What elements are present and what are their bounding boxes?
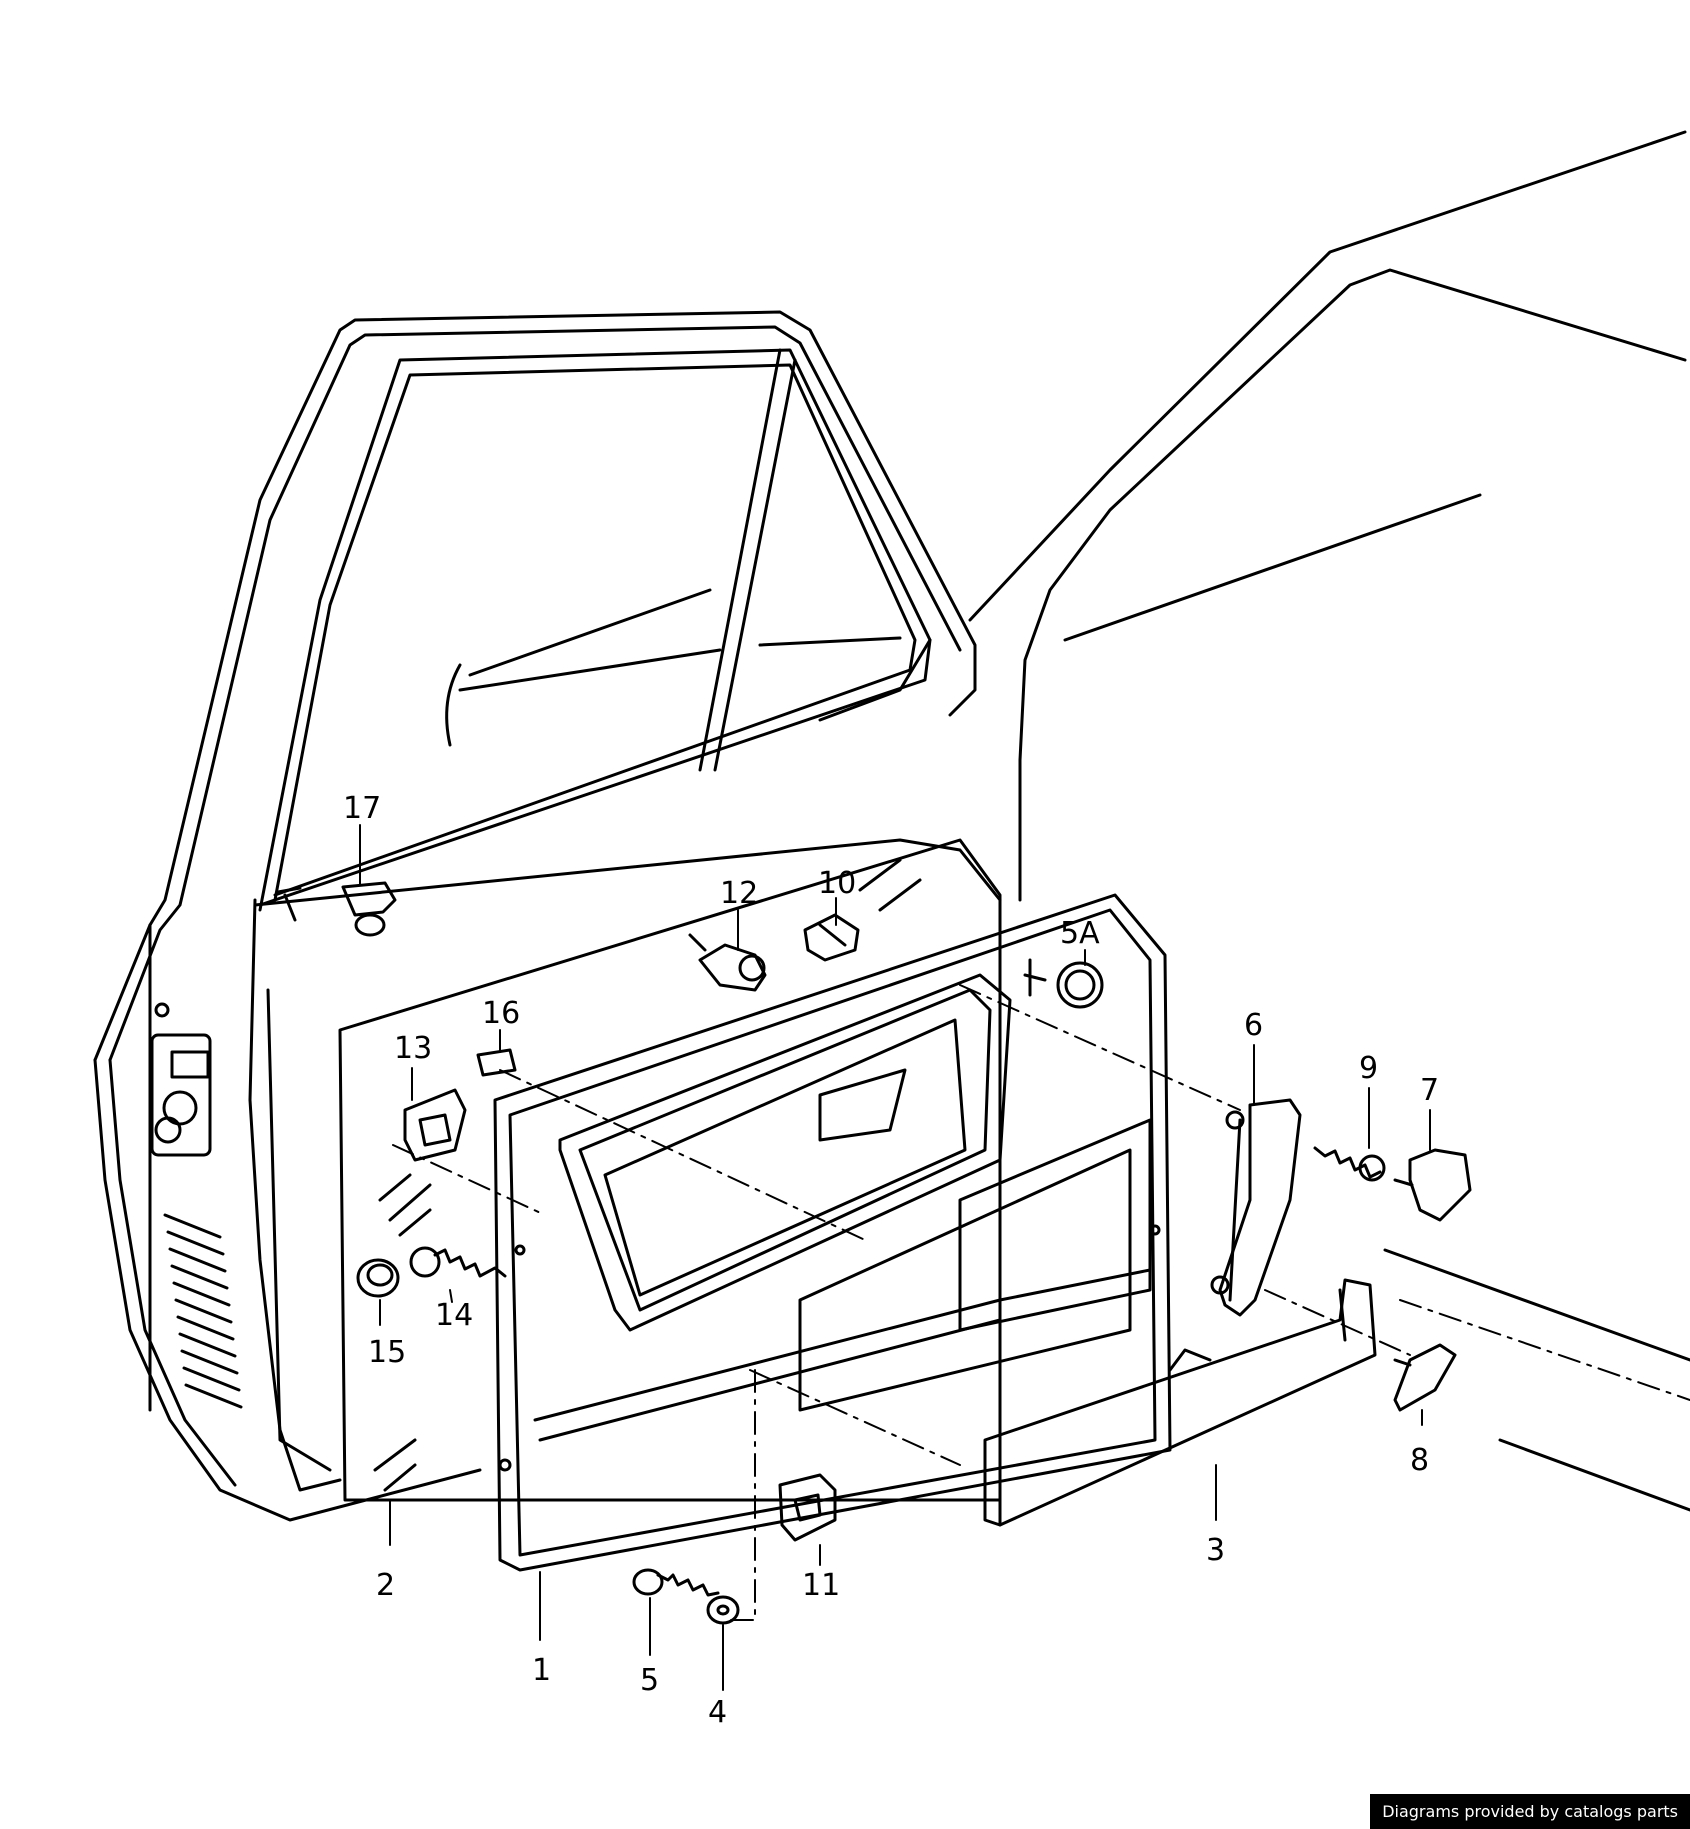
- clip-12: [688, 933, 767, 992]
- label-7: 7: [1420, 1073, 1439, 1108]
- label-10: 10: [818, 866, 856, 901]
- label-2: 2: [376, 1568, 395, 1603]
- leader-lines: [359, 824, 1431, 1691]
- inner-panel-2: [338, 838, 1002, 1502]
- cap-7: [1393, 1148, 1472, 1222]
- door-trim-panel-1: [493, 893, 1172, 1572]
- label-11: 11: [802, 1568, 840, 1603]
- label-15: 15: [368, 1335, 406, 1370]
- screw-14: [409, 1246, 507, 1278]
- clip-13: [403, 1088, 467, 1162]
- label-8: 8: [1410, 1443, 1429, 1478]
- label-16: 16: [482, 996, 520, 1031]
- plug-15: [356, 1258, 400, 1298]
- armrest-3: [983, 1278, 1377, 1527]
- plug-5A: [1023, 958, 1104, 1009]
- clip-10: [803, 913, 860, 962]
- label-6: 6: [1244, 1008, 1263, 1043]
- label-9: 9: [1359, 1051, 1378, 1086]
- door-latch: [150, 1002, 212, 1157]
- label-13: 13: [394, 1031, 432, 1066]
- clip-11: [778, 1473, 837, 1542]
- part-labels: 17 12 10 5A 16 13 6 9 7 14 15 2 1 5 4 11…: [343, 791, 1439, 1730]
- screw-9: [1313, 1146, 1386, 1182]
- label-5: 5: [640, 1663, 659, 1698]
- car-body-outline: [968, 130, 1690, 1512]
- diagram-credit-footer: Diagrams provided by catalogs parts: [1370, 1794, 1690, 1829]
- clip-17: [276, 881, 397, 937]
- label-1: 1: [532, 1653, 551, 1688]
- door-vent-slots: [163, 1213, 243, 1409]
- label-12: 12: [720, 876, 758, 911]
- screw-5: [632, 1568, 720, 1597]
- assembly-lines: [392, 984, 1690, 1621]
- cap-8: [1393, 1343, 1457, 1412]
- clip-16: [476, 1048, 517, 1077]
- grab-handle-6: [1210, 1098, 1302, 1317]
- label-4: 4: [708, 1695, 727, 1730]
- washer-4: [706, 1595, 740, 1625]
- label-14: 14: [435, 1298, 473, 1333]
- label-5A: 5A: [1060, 916, 1100, 951]
- label-3: 3: [1206, 1533, 1225, 1568]
- door-frame: [93, 310, 1002, 1522]
- label-17: 17: [343, 791, 381, 826]
